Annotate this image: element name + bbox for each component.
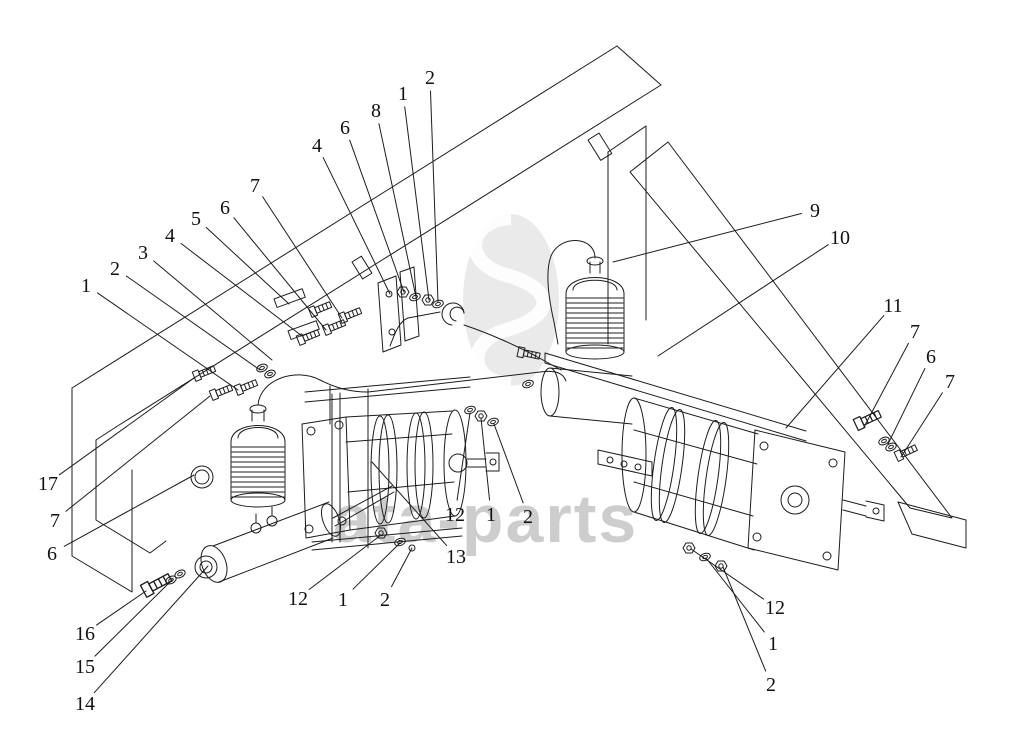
leader-line-1-23: [352, 542, 401, 590]
callout-4-8: 4: [165, 225, 175, 247]
fasteners: [139, 286, 919, 598]
leader-line-7-13: [65, 395, 211, 512]
callout-17-12: 17: [38, 473, 58, 495]
leader-line-6-29: [887, 368, 926, 445]
leader-line-9-25: [612, 212, 802, 263]
leader-line-1-11: [97, 292, 239, 391]
callout-12-22: 12: [288, 588, 308, 610]
leader-line-17-12: [58, 377, 195, 476]
callout-2-24: 2: [380, 589, 390, 611]
leader-line-6-3: [349, 139, 405, 293]
leader-line-5-7: [205, 227, 290, 305]
leader-line-11-27: [785, 315, 885, 429]
leader-line-7-5: [262, 196, 343, 319]
callout-2-33: 2: [766, 674, 776, 696]
callout-2-0: 2: [425, 67, 435, 89]
callout-6-29: 6: [926, 346, 936, 368]
leader-line-12-18: [456, 412, 471, 501]
leader-line-2-20: [493, 423, 524, 504]
callout-13-21: 13: [446, 546, 466, 568]
callout-7-30: 7: [945, 371, 955, 393]
leader-line-13-21: [371, 461, 448, 547]
leader-line-6-14: [63, 474, 195, 547]
leader-line-12-31: [690, 548, 764, 600]
diagram-line-art: [58, 45, 967, 694]
callout-7-5: 7: [250, 175, 260, 197]
leader-line-3-9: [153, 260, 273, 361]
callout-1-32: 1: [768, 633, 778, 655]
callout-15-16: 15: [75, 656, 95, 678]
leader-line-12-22: [308, 534, 382, 591]
leader-line-16-15: [96, 590, 147, 626]
callout-5-7: 5: [191, 208, 201, 230]
callout-1-23: 1: [338, 589, 348, 611]
leader-line-8-2: [378, 123, 417, 298]
callout-6-3: 6: [340, 117, 350, 139]
leader-line-7-28: [863, 342, 909, 428]
callout-7-28: 7: [910, 321, 920, 343]
callout-11-27: 11: [883, 295, 902, 317]
air-pipes: [389, 240, 596, 371]
leader-line-2-10: [125, 275, 261, 371]
callout-14-17: 14: [75, 693, 95, 715]
callout-1-1: 1: [398, 83, 408, 105]
leader-line-1-32: [705, 557, 765, 633]
filter-ribs: [231, 297, 624, 498]
callout-3-9: 3: [138, 242, 148, 264]
watermark-logo-swirl: [468, 211, 551, 391]
callout-1-19: 1: [486, 504, 496, 526]
callout-6-14: 6: [47, 543, 57, 565]
callout-12-18: 12: [445, 504, 465, 526]
left-assembly: [190, 370, 567, 583]
callout-4-4: 4: [312, 135, 322, 157]
leader-line-15-16: [94, 579, 173, 657]
callout-10-26: 10: [830, 227, 850, 249]
leader-line-14-17: [93, 565, 209, 694]
leader-line-2-24: [391, 547, 413, 588]
callout-2-10: 2: [110, 258, 120, 280]
callout-2-20: 2: [523, 506, 533, 528]
leader-line-2-0: [429, 90, 439, 303]
callout-16-15: 16: [75, 623, 95, 645]
callout-8-2: 8: [371, 100, 381, 122]
leader-line-10-26: [657, 244, 829, 357]
callout-9-25: 9: [810, 200, 820, 222]
right-assembly: [540, 256, 885, 571]
leader-line-4-4: [322, 157, 391, 295]
leader-line-1-19: [480, 417, 491, 501]
callout-7-13: 7: [50, 510, 60, 532]
leader-line-6-6: [233, 217, 327, 331]
leader-line-7-30: [900, 392, 943, 458]
callout-12-31: 12: [765, 597, 785, 619]
leader-lines: [58, 90, 943, 694]
leader-line-1-1: [404, 106, 430, 301]
leader-line-4-8: [180, 243, 303, 337]
top-bracket-cluster: [273, 266, 420, 353]
leader-line-2-33: [722, 566, 767, 672]
callout-1-11: 1: [81, 275, 91, 297]
callout-6-6: 6: [220, 197, 230, 219]
